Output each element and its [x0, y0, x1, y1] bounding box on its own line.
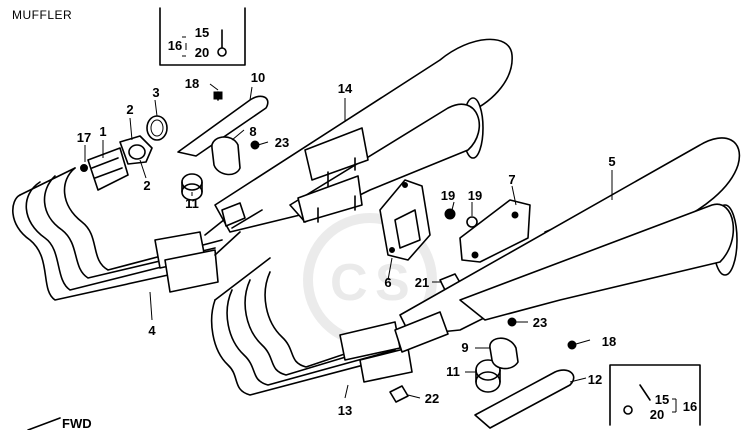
callout-16-bottom: 16	[683, 399, 697, 414]
lower-exhaust-pipe-13	[210, 257, 449, 396]
center-bracket-group	[379, 179, 556, 293]
inset-fastener-box-bottom	[609, 364, 701, 426]
callout-1: 1	[99, 124, 106, 139]
callout-20-bottom: 20	[650, 407, 664, 422]
callout-3: 3	[152, 85, 159, 100]
callout-6: 6	[384, 275, 391, 290]
callout-11-lower: 11	[446, 364, 460, 379]
callout-23-lower: 23	[533, 315, 547, 330]
svg-text:C: C	[330, 254, 368, 312]
callout-16-top: 16	[168, 38, 182, 53]
callout-18-upper: 18	[185, 76, 199, 91]
upper-muffler-14	[214, 38, 513, 233]
leader-lines	[84, 36, 677, 413]
callout-12: 12	[588, 372, 602, 387]
callout-8: 8	[249, 124, 256, 139]
lower-muffler-5	[399, 137, 741, 336]
fwd-label: FWD	[62, 416, 92, 430]
callout-7: 7	[508, 172, 515, 187]
callout-15-top: 15	[195, 25, 209, 40]
callout-4: 4	[148, 323, 156, 338]
exhaust-flange-group	[80, 115, 168, 191]
watermark: C S	[303, 213, 437, 347]
fwd-arrow: FWD	[27, 416, 92, 430]
callout-2-bottom: 2	[143, 178, 150, 193]
callout-20-top: 20	[195, 45, 209, 60]
upper-exhaust-pipe-4	[12, 167, 241, 301]
lower-bracket-group	[389, 317, 577, 429]
upper-bracket-group	[177, 91, 269, 227]
callout-5: 5	[608, 154, 615, 169]
callout-19-right: 19	[468, 188, 482, 203]
callout-15-bottom: 15	[655, 392, 669, 407]
callout-18-lower: 18	[602, 334, 616, 349]
callout-9: 9	[461, 340, 468, 355]
callout-14: 14	[338, 81, 353, 96]
callout-22: 22	[425, 391, 439, 406]
callout-23-upper: 23	[275, 135, 289, 150]
callout-11-upper: 11	[185, 196, 199, 211]
callout-17: 17	[77, 130, 91, 145]
callout-2-top: 2	[126, 102, 133, 117]
callout-19-left: 19	[441, 188, 455, 203]
callout-21: 21	[415, 275, 429, 290]
callout-numbers: 1 2 2 3 4 5 6 7 8 9 10 11 11 12 13 14 15…	[77, 25, 697, 422]
diagram-title: MUFFLER	[12, 8, 73, 22]
callout-10: 10	[251, 70, 265, 85]
callout-13: 13	[338, 403, 352, 418]
svg-text:S: S	[375, 254, 410, 312]
inset-fastener-box-top	[159, 7, 246, 66]
